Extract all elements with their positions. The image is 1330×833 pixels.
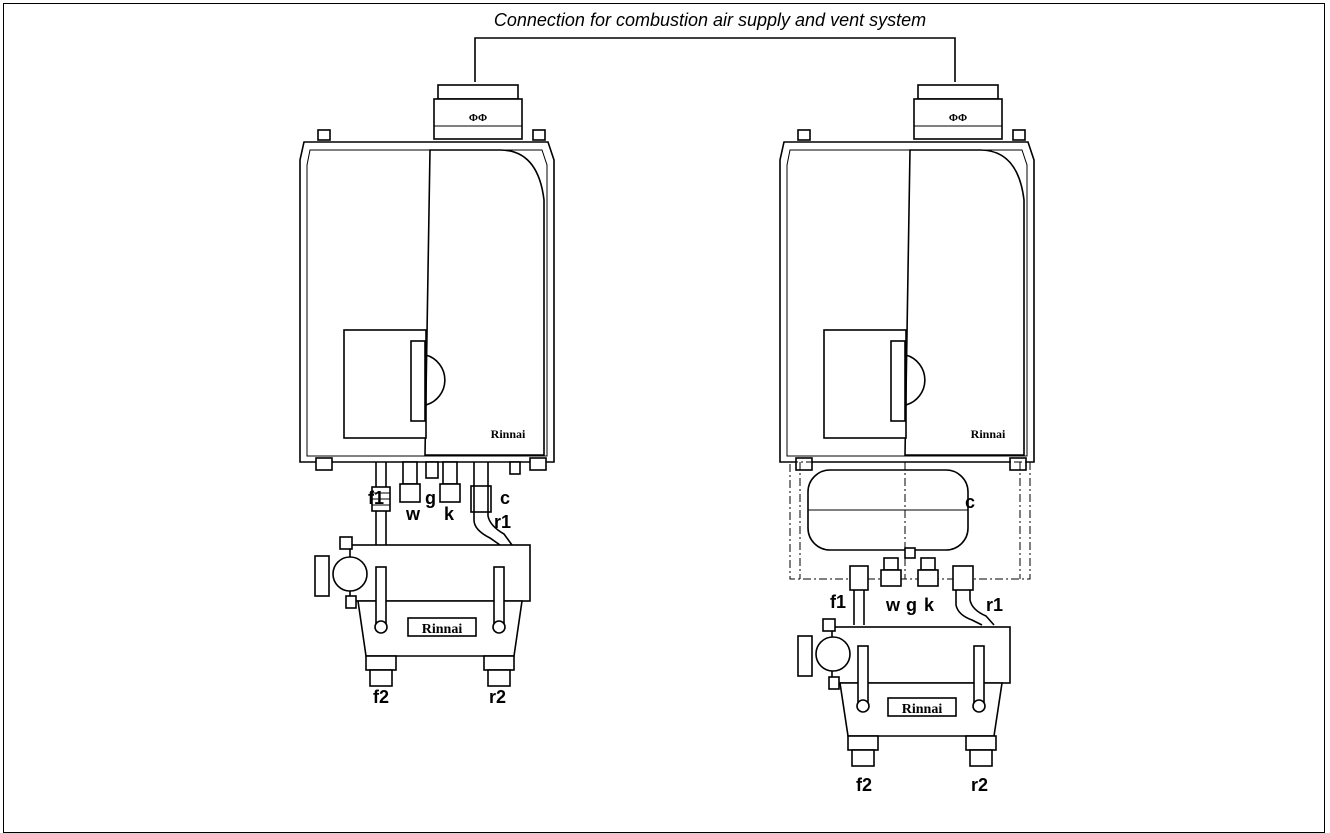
left-boiler: ΦΦ Rinnai	[299, 84, 555, 687]
left-flue-connector	[433, 84, 523, 140]
right-flue-connector	[913, 84, 1003, 140]
right-pipe-w	[880, 557, 902, 587]
left-label-c: c	[500, 488, 511, 508]
left-label-g: g	[425, 488, 436, 508]
left-label-w: w	[406, 504, 421, 524]
right-label-k: k	[924, 595, 935, 615]
left-label-f2: f2	[373, 687, 390, 707]
left-pipe-f1	[371, 462, 391, 545]
right-manifold-logo: Rinnai	[902, 702, 943, 717]
right-boiler: ΦΦ Rinnai	[779, 84, 1035, 767]
right-pipe-r1	[952, 565, 995, 626]
right-label-c: c	[965, 492, 976, 512]
left-pipe-k	[439, 461, 461, 503]
right-label-r1: r1	[986, 595, 1004, 615]
left-label-k: k	[444, 504, 455, 524]
right-label-f2: f2	[856, 775, 873, 795]
left-pipe-r1	[470, 462, 513, 546]
right-pipe-k	[917, 557, 939, 587]
right-pump-manifold	[797, 618, 1011, 767]
left-pipe-w	[399, 461, 421, 503]
right-label-w: w	[886, 595, 901, 615]
right-control-panel	[823, 329, 926, 439]
right-cover-logo: Rinnai	[971, 427, 1006, 441]
right-front-cover	[904, 149, 1025, 456]
caption: Connection for combustion air supply and…	[493, 10, 927, 30]
left-front-cover	[424, 149, 545, 456]
left-pump-manifold	[314, 536, 531, 687]
left-label-r2: r2	[489, 687, 507, 707]
right-label-f1: f1	[830, 592, 847, 612]
left-cover-logo: Rinnai	[491, 427, 526, 441]
left-label-f1: f1	[368, 488, 385, 508]
left-bottom-stubs	[425, 461, 521, 479]
left-manifold-logo: Rinnai	[422, 622, 463, 637]
right-pipe-f1	[849, 565, 869, 625]
right-label-g: g	[906, 595, 917, 615]
left-label-r1: r1	[494, 512, 512, 532]
right-label-r2: r2	[971, 775, 989, 795]
right-expansion-tank	[789, 461, 1031, 580]
caption-bracket	[474, 37, 956, 82]
left-flue-mark: ΦΦ	[469, 112, 487, 124]
right-flue-mark: ΦΦ	[949, 112, 967, 124]
left-control-panel	[343, 329, 446, 439]
